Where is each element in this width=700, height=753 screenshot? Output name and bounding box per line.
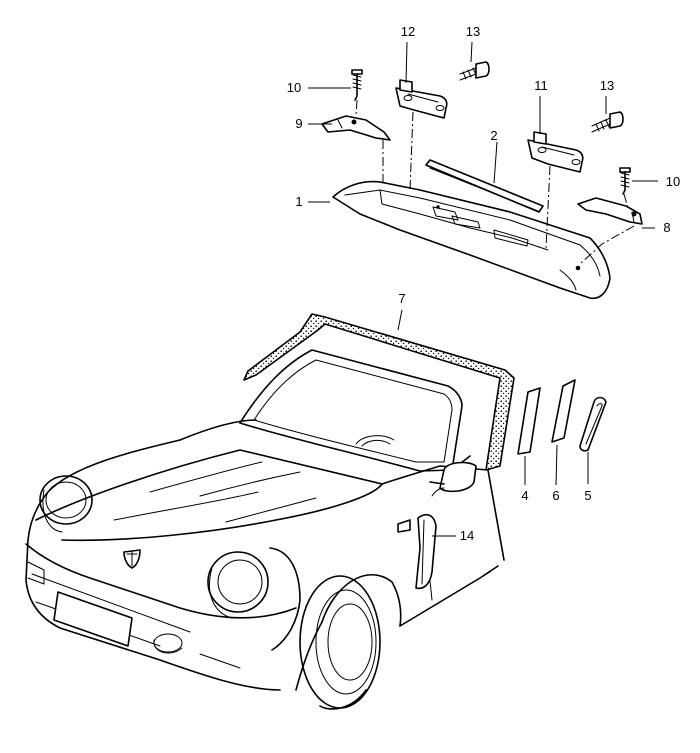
part-7-roof-seal — [243, 313, 515, 471]
callout-6: 6 — [552, 488, 559, 503]
callout-4: 4 — [521, 488, 528, 503]
assembly-line-2 — [545, 165, 551, 249]
callout-11: 11 — [534, 78, 548, 93]
callout-13-right: 13 — [600, 78, 614, 93]
callout-13-left: 13 — [466, 24, 480, 39]
callout-10-left: 10 — [287, 80, 301, 95]
callout-12: 12 — [401, 24, 415, 39]
callout-7: 7 — [398, 291, 405, 306]
part-1-header-panel — [332, 180, 611, 300]
part-13-bolt-left — [459, 61, 490, 81]
assembly-line-5 — [355, 99, 358, 117]
callout-8: 8 — [663, 220, 670, 235]
part-8-clip — [577, 197, 643, 225]
part-6-strip — [551, 379, 576, 443]
part-11-bracket — [527, 131, 584, 173]
part-13-bolt-right — [591, 111, 624, 133]
part-12-bracket — [395, 79, 448, 119]
callout-10-right: 10 — [666, 174, 680, 189]
assembly-line-6 — [623, 193, 629, 209]
part-10-screw-left — [351, 69, 363, 101]
part-9-clip — [321, 115, 391, 141]
part-2-strip — [425, 159, 544, 213]
callout-14: 14 — [460, 528, 474, 543]
callout-1: 1 — [295, 194, 302, 209]
callout-5: 5 — [584, 488, 591, 503]
car-body — [25, 313, 515, 710]
part-10-screw-right — [619, 167, 631, 195]
leader-lines — [308, 41, 658, 537]
callout-9: 9 — [295, 116, 302, 131]
part-5-strip — [579, 396, 607, 452]
assembly-line-4 — [579, 225, 635, 265]
part-14-trim — [415, 513, 437, 590]
callout-2: 2 — [490, 128, 497, 143]
assembly-line-1 — [409, 111, 414, 191]
part-4-strip — [517, 387, 541, 455]
